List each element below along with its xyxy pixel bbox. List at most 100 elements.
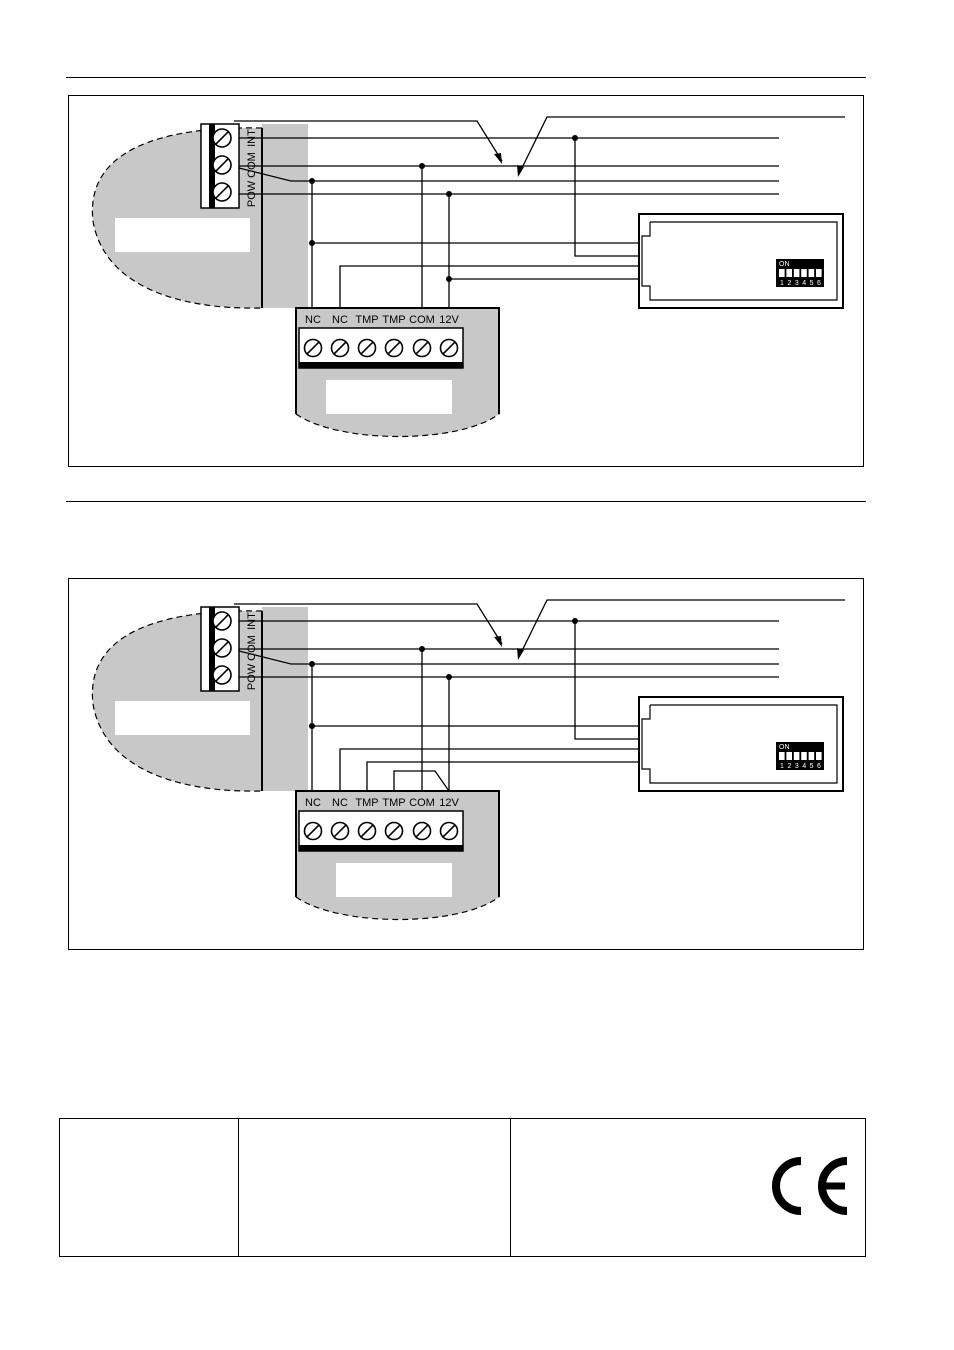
- expander-inner-outline: [641, 221, 838, 301]
- dip-switch-number: 3: [795, 763, 799, 770]
- detector-terminal-label: NC: [305, 314, 321, 326]
- detector-terminal-label: 12V: [439, 314, 459, 326]
- leader-arrow-1: [494, 153, 502, 164]
- screw-slot: [306, 824, 320, 838]
- screw-slot: [215, 158, 229, 172]
- dip-switch-number: 4: [802, 763, 806, 770]
- leader-line-2: [518, 116, 845, 175]
- detector-terminal-label: COM: [409, 797, 435, 809]
- detector-terminal-label: TMP: [355, 797, 378, 809]
- screw-slot: [215, 131, 229, 145]
- junction-dot: [419, 163, 425, 169]
- wire-tmp-bridge: [393, 770, 450, 792]
- dip-switch-on-label: ON: [779, 744, 790, 751]
- screw-slot: [387, 824, 401, 838]
- junction-dot: [309, 723, 315, 729]
- dip-switch-on-label: ON: [779, 261, 790, 268]
- screw-slot: [306, 341, 320, 355]
- screw-slot: [333, 824, 347, 838]
- footer-cell-3: [511, 1119, 865, 1256]
- control-panel-label-box: [115, 701, 250, 735]
- detector-terminal-label: NC: [305, 797, 321, 809]
- junction-dot: [419, 646, 425, 652]
- junction-dot: [309, 178, 315, 184]
- dip-switch-number: 4: [802, 280, 806, 287]
- detector-terminal-block: [298, 327, 464, 369]
- wire-com-b: [238, 167, 779, 182]
- wire-int-to-expander: [574, 621, 639, 740]
- junction-dot: [309, 240, 315, 246]
- screw-slot: [442, 824, 456, 838]
- leader-arrow-2: [517, 165, 524, 177]
- footer-table: [59, 1118, 866, 1257]
- screw-slot: [215, 668, 229, 682]
- control-panel-body: [262, 607, 308, 791]
- dip-switch-key: [801, 752, 807, 760]
- screw-slot: [442, 341, 456, 355]
- wire-int-to-expander: [574, 138, 639, 257]
- junction-dot: [446, 191, 452, 197]
- junction-dot: [572, 618, 578, 624]
- expander-inner-outline: [641, 704, 838, 784]
- detector-label-box: [326, 380, 452, 414]
- detector-terminal-label: TMP: [355, 314, 378, 326]
- junction-dot: [309, 661, 315, 667]
- dip-switch-number: 6: [817, 280, 821, 287]
- screw-slot: [387, 341, 401, 355]
- wire-com-b: [238, 650, 779, 665]
- dip-switch-number: 2: [787, 280, 791, 287]
- detector-terminal-block: [298, 810, 464, 852]
- leader-line-2: [518, 599, 845, 658]
- detector-label-box: [336, 863, 452, 897]
- screw-slot: [215, 614, 229, 628]
- screw-slot: [415, 341, 429, 355]
- screw-slot: [215, 641, 229, 655]
- dip-switch-key: [808, 752, 815, 760]
- detector-module-edge: [295, 307, 500, 414]
- footer-cell-1: [60, 1119, 239, 1256]
- wire-tmp-to-expander: [366, 761, 639, 791]
- junction-dot: [572, 135, 578, 141]
- dip-switch-key: [779, 752, 785, 760]
- top-rule: [66, 77, 866, 78]
- detector-module-dashed-edge: [295, 413, 500, 438]
- detector-terminal-label: TMP: [382, 797, 405, 809]
- dip-switch-number: 3: [795, 280, 799, 287]
- control-panel-body: [262, 124, 308, 308]
- dip-switch-key: [786, 269, 792, 277]
- dip-switch-number: 2: [787, 763, 791, 770]
- dip-switch-number: 1: [780, 280, 784, 287]
- panel-terminal-strip: [209, 607, 215, 691]
- dip-switch-number: 5: [810, 763, 814, 770]
- detector-terminal-label: NC: [332, 797, 348, 809]
- detector-terminal-label: COM: [409, 314, 435, 326]
- panel-terminal-label: COM: [246, 635, 258, 661]
- dip-switch-key: [801, 269, 807, 277]
- leader-line-1: [234, 120, 503, 162]
- wire-nc2-to-expander: [339, 748, 639, 791]
- dip-switch-key: [816, 752, 822, 760]
- screw-slot: [215, 185, 229, 199]
- detector-terminal-strip: [299, 845, 463, 851]
- leader-arrow-2: [517, 648, 524, 660]
- dip-switch-number: 6: [817, 763, 821, 770]
- detector-terminal-label: 12V: [439, 797, 459, 809]
- screw-slot: [333, 341, 347, 355]
- dip-switch-key: [816, 269, 822, 277]
- wire-nc2-to-expander: [339, 265, 639, 308]
- dip-switch-key: [808, 269, 815, 277]
- footer-cell-2: [239, 1119, 511, 1256]
- detector-terminal-label: TMP: [382, 314, 405, 326]
- dip-switch-key: [793, 269, 800, 277]
- ce-mark-icon: [772, 1157, 848, 1215]
- panel-terminal-strip: [209, 124, 215, 208]
- dip-switch-number: 1: [780, 763, 784, 770]
- screw-slot: [415, 824, 429, 838]
- screw-slot: [360, 341, 374, 355]
- detector-terminal-strip: [299, 362, 463, 368]
- detector-module-edge: [295, 790, 500, 897]
